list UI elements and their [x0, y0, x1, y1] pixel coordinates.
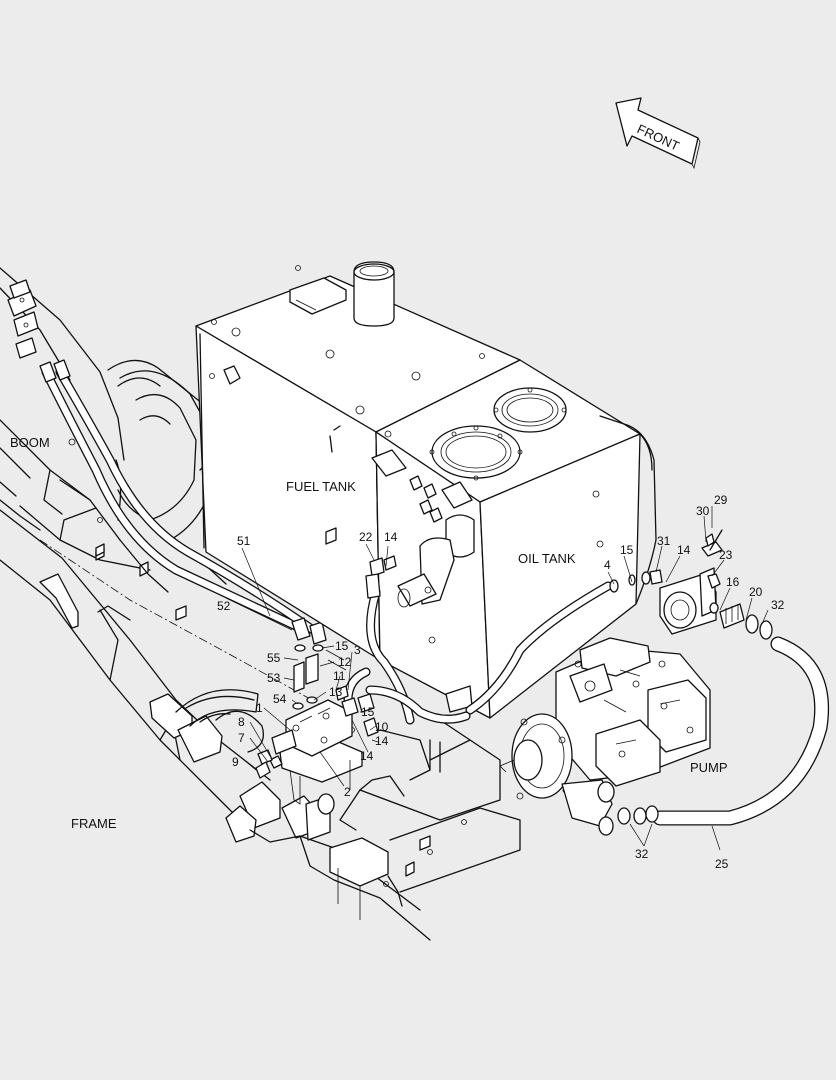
callout-15: 15	[335, 639, 349, 653]
boom-hoses	[39, 359, 327, 645]
callout-25: 25	[715, 857, 729, 871]
callout-4: 4	[604, 558, 611, 572]
frame-label: FRAME	[71, 816, 117, 831]
callout-14: 14	[360, 749, 374, 763]
callout-14: 14	[375, 734, 389, 748]
callout-53: 53	[267, 671, 281, 685]
callout-52: 52	[217, 599, 231, 613]
callout-8: 8	[238, 715, 245, 729]
callout-9: 9	[232, 755, 239, 769]
callout-31: 31	[657, 534, 671, 548]
callout-2: 2	[344, 785, 351, 799]
callout-32: 32	[771, 598, 785, 612]
callout-30: 30	[696, 504, 710, 518]
callout-3: 3	[354, 643, 361, 657]
pump-assembly	[499, 529, 773, 836]
boom-label: BOOM	[10, 435, 50, 450]
oil-tank-label: OIL TANK	[518, 551, 576, 566]
callout-10: 10	[375, 720, 389, 734]
callout-12: 12	[338, 655, 352, 669]
callout-13: 13	[329, 685, 343, 699]
callout-14: 14	[677, 543, 691, 557]
pump-label: PUMP	[690, 760, 728, 775]
callout-14: 14	[384, 530, 398, 544]
callout-1: 1	[256, 701, 263, 715]
leader-lines	[225, 506, 769, 851]
callout-16: 16	[726, 575, 740, 589]
callout-20: 20	[749, 585, 763, 599]
part-callouts: 29 30 31 14 23 15 16 20 32 4 22 14 51 52…	[217, 493, 785, 871]
front-direction-arrow: FRONT	[615, 97, 701, 170]
fuel-tank-label: FUEL TANK	[286, 479, 356, 494]
callout-22: 22	[359, 530, 373, 544]
callout-15: 15	[361, 705, 375, 719]
callout-55: 55	[267, 651, 281, 665]
region-labels: BOOM FUEL TANK OIL TANK PUMP FRAME	[10, 435, 728, 831]
callout-11: 11	[333, 669, 346, 683]
callout-51: 51	[237, 534, 251, 548]
callout-23: 23	[719, 548, 733, 562]
callout-7: 7	[238, 731, 245, 745]
valve-block	[255, 555, 397, 779]
callout-15: 15	[620, 543, 634, 557]
callout-29: 29	[714, 493, 728, 507]
callout-54: 54	[273, 692, 287, 706]
hoses	[343, 581, 830, 826]
callout-32: 32	[635, 847, 649, 861]
